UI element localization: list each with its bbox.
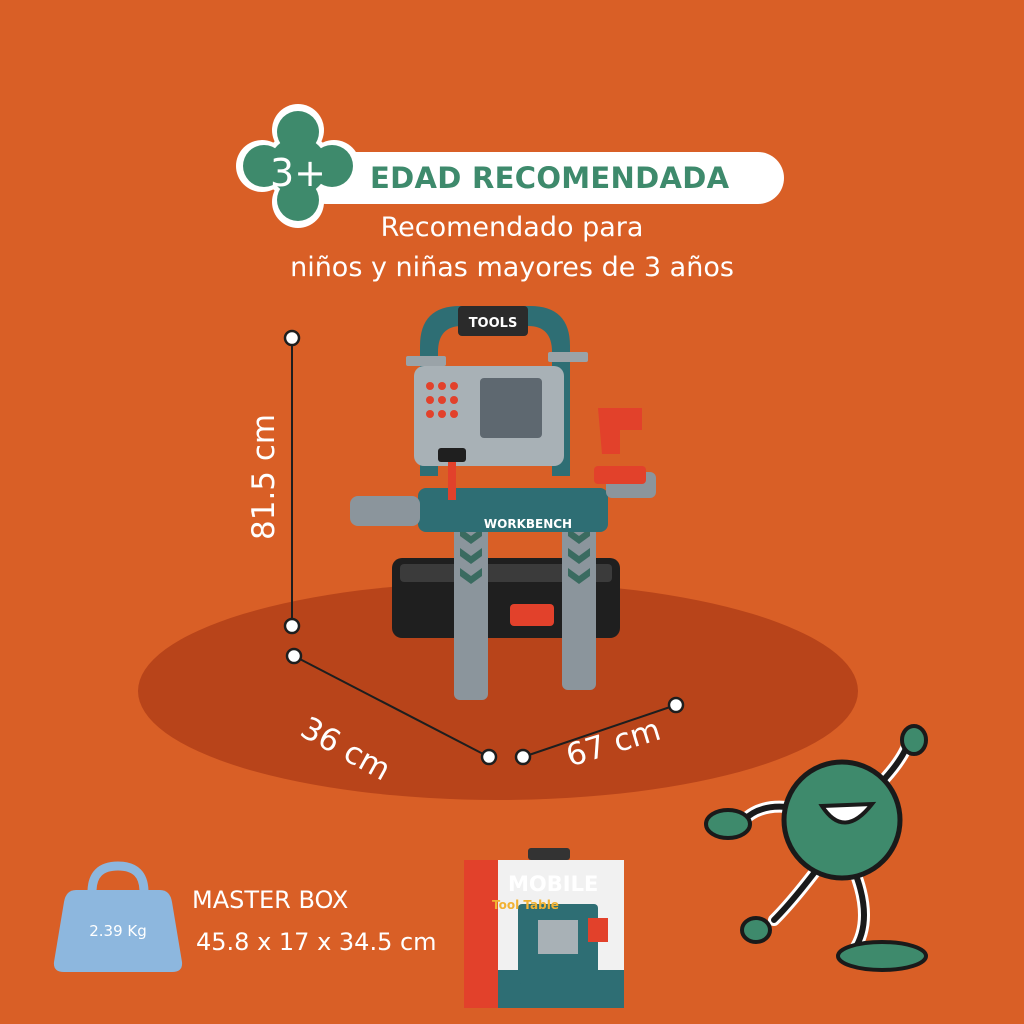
tools-panel-label: TOOLS <box>469 316 518 331</box>
master-box-dimensions: 45.8 x 17 x 34.5 cm <box>196 928 437 956</box>
age-title: EDAD RECOMENDADA <box>370 161 730 195</box>
mascot-icon <box>704 724 928 972</box>
weight-icon <box>53 861 183 972</box>
workbench-image: TOOLS WORKBENCH <box>350 306 656 700</box>
dimension-endpoint <box>514 748 532 766</box>
age-number: 3+ <box>269 151 327 195</box>
age-description: Recomendado para niños y niñas mayores d… <box>250 208 774 288</box>
height-label: 81.5 cm <box>246 413 282 540</box>
age-pill <box>300 152 784 204</box>
dimension-endpoint <box>283 617 301 635</box>
age-badge-icon <box>236 104 360 228</box>
workbench-label: WORKBENCH <box>484 517 572 531</box>
dimension-endpoint <box>480 748 498 766</box>
age-description-line1: Recomendado para <box>380 212 644 243</box>
weight-value: 2.39 Kg <box>89 922 147 940</box>
packaging-image <box>464 848 624 1008</box>
dimension-endpoint <box>667 696 685 714</box>
dimension-endpoint <box>283 329 301 347</box>
box-subtitle: Tool Table <box>492 898 559 912</box>
master-box-title: MASTER BOX <box>192 886 349 914</box>
box-brand: MOBILE <box>508 872 599 896</box>
age-description-line2: niños y niñas mayores de 3 años <box>290 252 734 283</box>
dimension-endpoint <box>285 647 303 665</box>
